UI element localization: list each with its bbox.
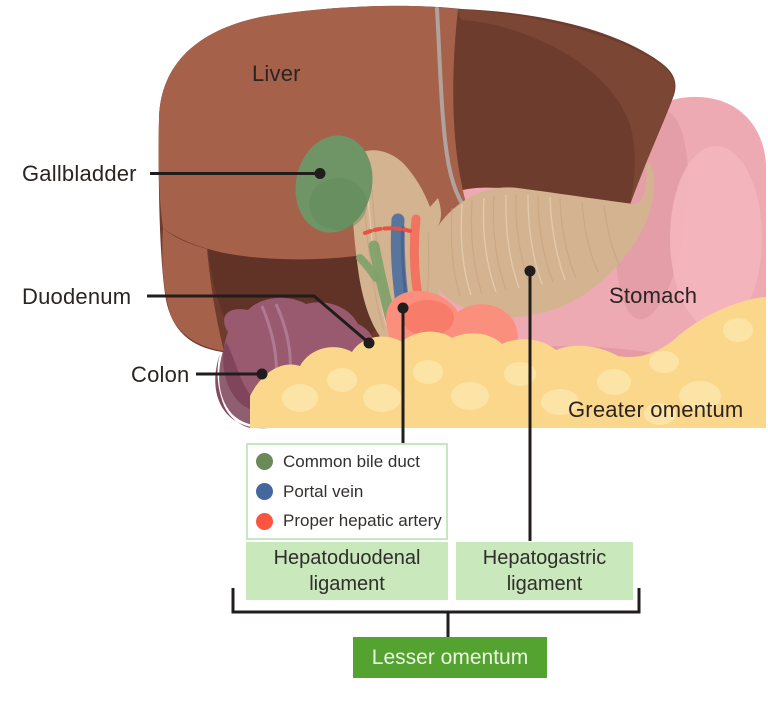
common-bile-duct-branch bbox=[356, 254, 380, 282]
lesser-omentum-bracket bbox=[231, 588, 641, 637]
colon-callout-dot bbox=[256, 368, 268, 380]
gallbladder-callout bbox=[150, 168, 326, 179]
omentum-fat-lobules bbox=[282, 318, 753, 425]
colon-dark-shadow bbox=[219, 342, 282, 426]
hepatogastric-callout-dot bbox=[524, 265, 536, 277]
falciform-ligament-line bbox=[435, 7, 473, 218]
hepatoduodenal-callout bbox=[397, 302, 409, 443]
hepatoduodenal-ligament-line1: Hepatoduodenal bbox=[273, 547, 421, 569]
liver-light-left-strip bbox=[162, 228, 224, 351]
lesser-omentum-box: Lesser omentum bbox=[353, 637, 547, 678]
portal-vein-dot-icon bbox=[256, 483, 273, 500]
duodenum-callout-dot bbox=[363, 337, 375, 349]
gallbladder-body bbox=[295, 135, 373, 233]
legend-box: Common bile duct Portal vein Proper hepa… bbox=[246, 443, 448, 540]
legend-row-portal-vein: Portal vein bbox=[256, 479, 438, 505]
liver-mid-band bbox=[458, 9, 675, 205]
stomach-highlight bbox=[670, 146, 762, 330]
gallbladder-label: Gallbladder bbox=[22, 161, 137, 186]
hepatoduodenal-callout-dot bbox=[397, 302, 409, 314]
legend-label: Portal vein bbox=[283, 481, 364, 501]
gallbladder-callout-dot bbox=[314, 168, 326, 179]
legend-row-proper-hepatic-artery: Proper hepatic artery bbox=[256, 508, 442, 534]
hepatogastric-ligament-box: Hepatogastric ligament bbox=[456, 542, 633, 600]
colon-label: Colon bbox=[131, 362, 190, 387]
duodenum-label: Duodenum bbox=[22, 284, 132, 309]
callout-lines bbox=[147, 168, 641, 637]
hepatogastric-ligament-line2: ligament bbox=[506, 573, 583, 595]
stomach-label: Stomach bbox=[609, 283, 698, 308]
gallbladder-shape bbox=[295, 135, 373, 233]
proper-hepatic-artery-dot-icon bbox=[256, 512, 273, 530]
hepatoduodenal-ligament-line2: ligament bbox=[309, 573, 385, 595]
legend-label: Common bile duct bbox=[283, 451, 421, 471]
hepatoduodenal-ligament-box: Hepatoduodenal ligament bbox=[246, 542, 448, 600]
common-bile-duct-dot-icon bbox=[256, 453, 273, 471]
gallbladder-shade bbox=[309, 178, 367, 230]
colon-callout bbox=[196, 368, 268, 380]
greater-omentum-label: Greater omentum bbox=[568, 397, 744, 422]
hepatogastric-callout bbox=[524, 265, 536, 541]
greater-omentum-shape bbox=[250, 297, 766, 428]
duodenum-callout bbox=[147, 294, 375, 349]
cystic-artery-dashed bbox=[363, 226, 412, 235]
hepatogastric-ligament-line1: Hepatogastric bbox=[482, 547, 607, 569]
liver-label: Liver bbox=[252, 61, 301, 86]
legend-row-common-bile-duct: Common bile duct bbox=[256, 449, 438, 475]
duodenum-deep-shade bbox=[402, 300, 454, 336]
legend-label: Proper hepatic artery bbox=[283, 511, 442, 531]
